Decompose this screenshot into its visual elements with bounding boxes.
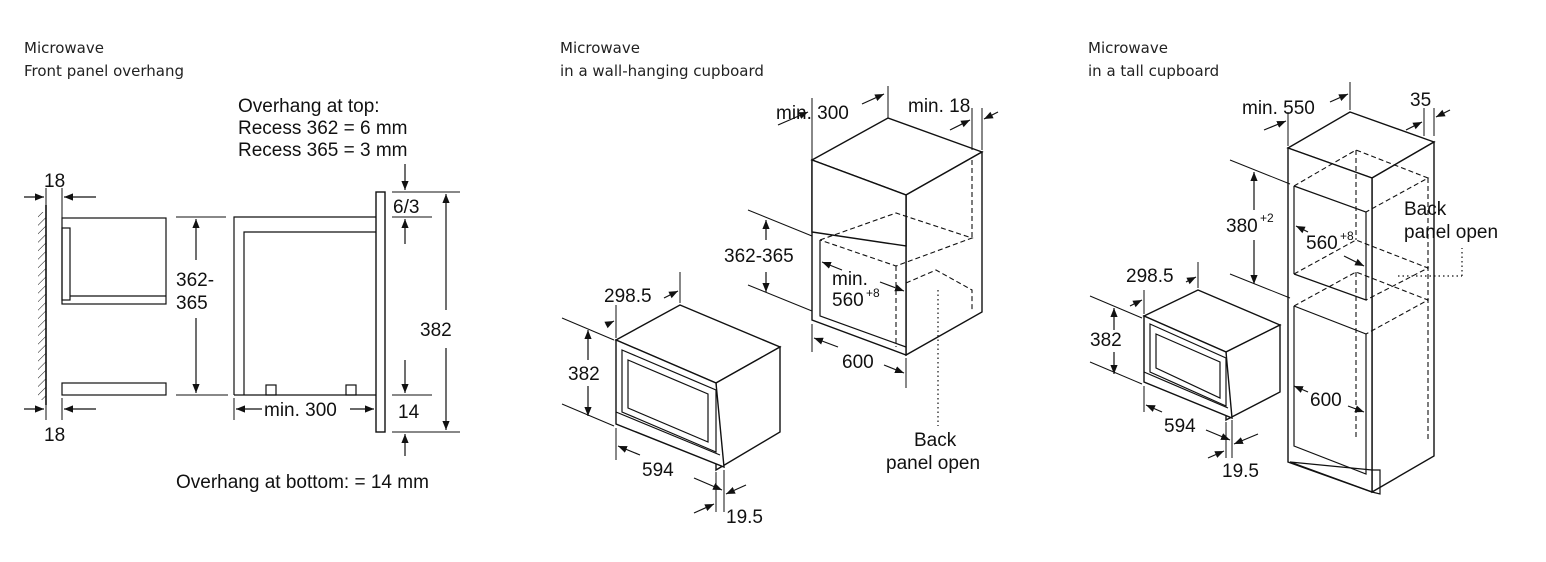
dim-362: 362- <box>176 270 214 291</box>
dim-365: 365 <box>176 293 208 314</box>
panel1-caption-line1: Microwave <box>24 39 104 57</box>
wall-cupboard <box>810 117 984 426</box>
dim-19-5-tall: 19.5 <box>1222 461 1259 482</box>
dim-380-sup: +2 <box>1260 211 1274 225</box>
dim-600-tall: 600 <box>1310 390 1342 411</box>
dim-min-300-wall: min. 300 <box>776 103 849 124</box>
dim-560-tall-sup: +8 <box>1340 229 1354 243</box>
dim-18-bottom: 18 <box>44 425 65 446</box>
wall-hatch <box>38 212 46 400</box>
dim-382-wall: 382 <box>568 364 600 385</box>
back-panel-line2: panel open <box>886 453 980 474</box>
overhang-top-title: Overhang at top: <box>238 96 380 117</box>
dim-560-tall: 560 <box>1306 233 1338 254</box>
dim-382-tall: 382 <box>1090 330 1122 351</box>
front-panel <box>375 191 386 433</box>
panel-tall-cupboard: Microwave in a tall cupboard min. 550 <box>1088 39 1498 495</box>
dim-min-label: min. <box>832 269 868 290</box>
panel-wall-cupboard: Microwave in a wall-hanging cupboard min… <box>560 39 999 528</box>
dim-600-wall: 600 <box>842 352 874 373</box>
lower-shelf-block <box>61 382 167 396</box>
upper-shelf-block <box>61 217 167 305</box>
dim-6-3: 6/3 <box>393 197 419 218</box>
dim-min-18: min. 18 <box>908 96 970 117</box>
panel2-caption-line1: Microwave <box>560 39 640 57</box>
dim-298-5-tall: 298.5 <box>1126 266 1174 287</box>
dim-min-300: min. 300 <box>264 400 337 421</box>
dim-560: 560 <box>832 290 864 311</box>
recess-362-note: Recess 362 = 6 mm <box>238 118 408 139</box>
overhang-bottom-note: Overhang at bottom: = 14 mm <box>176 472 429 493</box>
dim-19-5-wall: 19.5 <box>726 507 763 528</box>
microwave-appliance <box>614 304 782 472</box>
back-panel-line1: Back <box>914 430 957 451</box>
dim-380: 380 <box>1226 216 1258 237</box>
dim-35: 35 <box>1410 90 1431 111</box>
recess-365-note: Recess 365 = 3 mm <box>238 140 408 161</box>
back-panel-tall-line2: panel open <box>1404 222 1498 243</box>
dim-18-top: 18 <box>44 171 65 192</box>
panel2-caption-line2: in a wall-hanging cupboard <box>560 62 764 80</box>
dim-298-5-wall: 298.5 <box>604 286 652 307</box>
dim-594-tall: 594 <box>1164 416 1196 437</box>
dim-382: 382 <box>420 320 452 341</box>
microwave-front <box>615 338 725 469</box>
dim-14: 14 <box>398 402 420 423</box>
microwave-appliance-tall <box>1142 289 1282 422</box>
panel3-caption-line2: in a tall cupboard <box>1088 62 1219 80</box>
cupboard-door <box>811 158 907 247</box>
panel3-caption-line1: Microwave <box>1088 39 1168 57</box>
microwave-front-tall <box>1143 314 1233 420</box>
back-panel-tall-line1: Back <box>1404 199 1447 220</box>
dim-min-550: min. 550 <box>1242 98 1315 119</box>
microwave-foot <box>265 384 277 396</box>
dim-362-365: 362-365 <box>724 246 794 267</box>
dim-594-wall: 594 <box>642 460 674 481</box>
dim-560-sup: +8 <box>866 286 880 300</box>
microwave-foot <box>345 384 357 396</box>
panel-front-overhang: Microwave Front panel overhang Overhang … <box>24 39 460 493</box>
panel1-caption-line2: Front panel overhang <box>24 62 184 80</box>
tall-cupboard <box>1286 111 1463 495</box>
